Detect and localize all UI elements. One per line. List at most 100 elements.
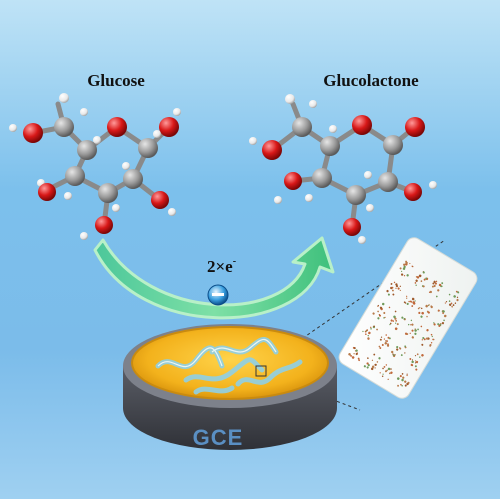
nanoparticle-dot <box>407 381 410 384</box>
nanoparticle-dot <box>395 287 397 289</box>
nanoparticle-dot <box>429 290 433 294</box>
nanoparticle-dot <box>420 280 423 282</box>
nanoparticle-dot <box>399 289 401 292</box>
nanoparticle-dot <box>431 335 433 338</box>
nanoparticle-dot <box>411 329 414 332</box>
nanoparticle-dot <box>378 357 381 360</box>
nanoparticle-dot <box>418 311 421 314</box>
nanoparticle-dot <box>370 326 372 329</box>
atom-o <box>159 117 179 137</box>
nanoparticle-dot <box>401 270 403 272</box>
nanoparticle-dot <box>366 366 369 369</box>
nanoparticle-dot <box>454 302 457 304</box>
glucolactone-atoms <box>249 94 437 244</box>
glucose-molecule <box>30 101 172 228</box>
nanoparticle-dot <box>435 295 438 298</box>
nanoparticle-dot <box>430 342 433 344</box>
nanoparticle-dot <box>441 282 444 285</box>
nanoparticle-dot <box>433 323 436 326</box>
glucose-label: Glucose <box>87 71 145 90</box>
nanoparticle-dot <box>391 289 394 292</box>
atom-c <box>383 135 403 155</box>
atom-h <box>285 94 295 104</box>
atom-h <box>309 100 317 108</box>
nanoparticle-dot <box>419 307 421 309</box>
nanoparticle-dot <box>392 320 395 322</box>
nanoparticle-dot <box>410 319 413 322</box>
gold-surface <box>131 326 329 400</box>
nanoparticle-dot <box>386 289 389 293</box>
nanoparticle-dot <box>425 277 428 280</box>
nanoparticle-dot <box>404 380 407 383</box>
nanoparticle-dot <box>395 319 398 322</box>
nanoparticle-dot <box>406 373 408 375</box>
atom-o <box>23 123 43 143</box>
nanoparticle-dot <box>395 283 398 286</box>
nanoparticle-dot <box>448 303 452 306</box>
nanoparticle-dot <box>421 343 424 346</box>
nanoparticle-dot <box>371 365 375 368</box>
nanoparticle-dot <box>414 329 417 332</box>
nanoparticle-dot <box>403 263 406 266</box>
atom-o <box>262 140 282 160</box>
nanoparticle-dot <box>429 343 432 347</box>
zoom-region-marker <box>255 365 267 377</box>
nanoparticle-dot <box>414 362 417 364</box>
nanoparticle-dot <box>419 356 421 358</box>
nanoparticle-dot <box>391 350 394 354</box>
nanoparticle-dot <box>376 361 379 363</box>
nanoparticle-dot <box>365 333 367 336</box>
nanoparticle-dot <box>406 374 408 377</box>
nanoparticle-dot <box>407 323 410 326</box>
nanoparticle-dot <box>381 343 384 346</box>
nanoparticle-dot <box>394 310 397 313</box>
nanoparticle-dot <box>373 325 375 328</box>
nanoparticle-dot <box>422 337 425 340</box>
nanoparticle-dot <box>405 261 408 265</box>
atom-o <box>107 117 127 137</box>
nanoparticle-dot <box>373 353 376 356</box>
nanoparticle-dot <box>406 297 408 299</box>
nanoparticle-dot <box>374 363 377 366</box>
nanoparticle-dot <box>414 355 417 357</box>
nanoparticle-dot <box>403 318 406 320</box>
nanoparticle-dot <box>396 377 400 380</box>
nanoparticle-dot <box>401 378 404 382</box>
nanoparticle-dot <box>396 348 399 351</box>
nanoparticle-dot <box>411 297 415 301</box>
nanoparticle-dot <box>411 336 414 339</box>
nanoparticle-dot <box>452 304 455 307</box>
nanoparticle-dot <box>397 384 400 387</box>
atom-h <box>59 93 69 103</box>
nanoparticle-dot <box>404 352 406 354</box>
atom-o <box>343 218 361 236</box>
nanoparticle-dot <box>456 296 459 299</box>
atom-h <box>366 204 374 212</box>
nanoparticle-dot <box>420 307 423 310</box>
atom-h <box>93 136 101 144</box>
nanoparticle-dot <box>409 332 411 334</box>
atom-o <box>404 183 422 201</box>
nanoparticle-dot <box>362 330 364 333</box>
nanoparticle-dot <box>404 345 406 348</box>
nanoparticle-dot <box>411 265 413 267</box>
magnified-panel <box>338 237 478 399</box>
atom-c <box>346 185 366 205</box>
atom-h <box>249 137 257 145</box>
atom-o <box>95 216 113 234</box>
atom-o <box>151 191 169 209</box>
nanoparticle-dot <box>426 315 428 318</box>
nanoparticle-dot <box>364 330 367 333</box>
electron-count-label: 2×e- <box>207 256 236 276</box>
nanoparticle-dot <box>385 334 387 336</box>
atom-c <box>65 166 85 186</box>
nanoparticle-dot <box>374 367 376 369</box>
nanoparticle-dot <box>390 282 393 285</box>
nanoparticle-dot <box>366 329 369 331</box>
nanoparticle-dot <box>379 347 382 349</box>
nanoparticle-dot <box>389 323 391 326</box>
nanoparticle-dot <box>387 378 389 381</box>
nanoparticle-dot <box>383 311 386 314</box>
nanoparticle-dot <box>393 315 396 319</box>
